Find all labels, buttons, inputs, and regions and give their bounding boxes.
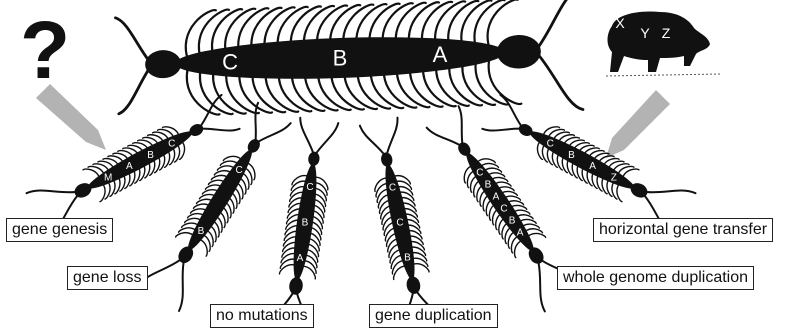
label-gene-duplication: gene duplication: [369, 304, 498, 328]
centipede-no-mutations: A B C: [265, 117, 343, 328]
centipede-gene-loss: BC: [138, 100, 294, 311]
gene-label: B: [485, 180, 492, 191]
gene-label: C: [222, 50, 238, 75]
gene-label: C: [476, 168, 483, 179]
gene-label: C: [396, 218, 403, 229]
gene-label: B: [404, 253, 411, 264]
gene-label: A: [126, 161, 133, 172]
label-no-mutations: no mutations: [210, 304, 314, 328]
gene-label: M: [104, 172, 112, 183]
gene-label: A: [589, 161, 596, 172]
gene-label: C: [168, 139, 175, 150]
arrow-from-pig: [606, 90, 670, 158]
label-gene-genesis: gene genesis: [6, 218, 113, 242]
pig-gene-label: X: [615, 15, 625, 31]
gene-label: A: [493, 192, 500, 203]
gene-label: B: [302, 218, 309, 229]
gene-label: C: [547, 139, 554, 150]
gene-label: B: [198, 226, 205, 237]
centipede-gene-duplication: B C C: [355, 117, 447, 328]
gene-label: A: [433, 42, 448, 67]
gene-label: C: [500, 203, 507, 214]
gene-label: C: [306, 182, 313, 193]
question-mark: ?: [20, 5, 70, 96]
gene-label: B: [509, 215, 516, 226]
gene-label: B: [333, 46, 348, 71]
pig-silhouette-icon: X Y Z: [606, 12, 720, 76]
arrow-from-question: [36, 84, 106, 150]
label-horizontal-gene-transfer: horizontal gene transfer: [593, 218, 773, 242]
gene-label: B: [568, 150, 575, 161]
pig-gene-label: Z: [662, 25, 671, 41]
gene-label: A: [517, 227, 524, 238]
label-whole-genome-duplication: whole genome duplication: [557, 266, 754, 290]
pig-gene-label: Y: [640, 25, 650, 41]
gene-label: A: [297, 253, 304, 264]
gene-label: Z: [611, 172, 617, 183]
gene-label: C: [235, 165, 242, 176]
gene-label: C: [389, 182, 396, 193]
gene-label: B: [147, 150, 154, 161]
label-gene-loss: gene loss: [67, 266, 148, 290]
